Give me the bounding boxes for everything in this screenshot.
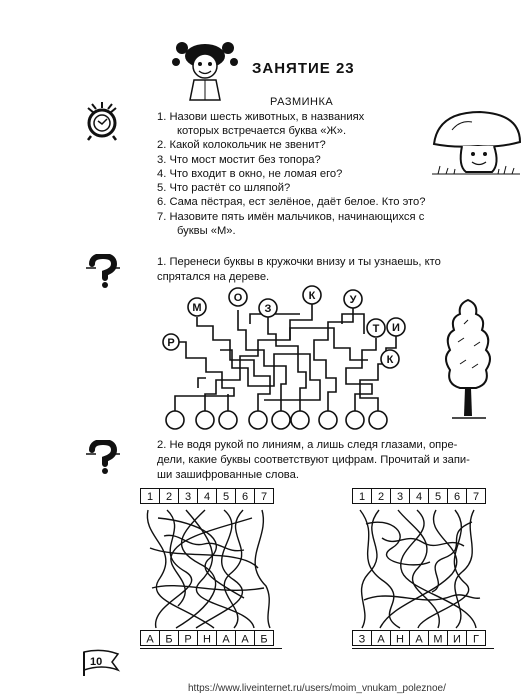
mushroom-icon [432, 110, 522, 175]
warmup-line: которых встречается буква «Ж». [177, 125, 347, 137]
letter-label: И [453, 634, 461, 646]
maze-letter: К [309, 290, 316, 302]
warmup-line: буквы «М». [177, 225, 236, 237]
number-label: 6 [454, 491, 460, 503]
number-label: 2 [378, 491, 384, 503]
answer-circle[interactable] [165, 410, 185, 430]
answer-circle[interactable] [368, 410, 388, 430]
letter-label: З [359, 634, 366, 646]
letter-label: А [241, 634, 249, 646]
task1-line: спрятался на дереве. [157, 271, 270, 283]
warmup-line: 3. Что мост мостит без топора? [157, 154, 321, 166]
warmup-line: 7. Назовите пять имён мальчиков, начинаю… [157, 211, 425, 223]
number-label: 5 [223, 491, 229, 503]
number-label: 3 [397, 491, 403, 503]
maze-letter: З [265, 303, 272, 315]
warmup-line: 4. Что входит в окно, не ломая его? [157, 168, 343, 180]
number-label: 7 [261, 491, 267, 503]
maze-letter: О [234, 292, 243, 304]
number-label: 1 [147, 491, 153, 503]
warmup-line: 5. Что растёт со шляпой? [157, 182, 291, 194]
warmup-line: 6. Сама пёстрая, ест зелёное, даёт белое… [157, 196, 426, 208]
number-label: 7 [473, 491, 479, 503]
tree-icon [445, 298, 491, 419]
task2-line: 2. Не водя рукой по линиям, а лишь следя… [157, 439, 458, 451]
maze-letter: М [192, 302, 201, 314]
letter-label: А [415, 634, 423, 646]
letter-label: А [222, 634, 230, 646]
letter-cell [254, 630, 274, 646]
number-label: 5 [435, 491, 441, 503]
warmup-line: 1. Назови шесть животных, в названиях [157, 111, 365, 123]
footer-url: https://www.liveinternet.ru/users/moim_v… [188, 683, 446, 694]
answer-circle[interactable] [271, 410, 291, 430]
answer-circle[interactable] [248, 410, 268, 430]
number-label: 6 [242, 491, 248, 503]
number-cell [254, 488, 274, 504]
number-label: 4 [416, 491, 422, 503]
answer-circle[interactable] [218, 410, 238, 430]
letter-label: Б [260, 634, 267, 646]
page-number-flag-icon [83, 649, 121, 676]
page-number: 10 [90, 656, 103, 668]
number-label: 3 [185, 491, 191, 503]
maze-letter: К [387, 354, 394, 366]
question-mark-icon [86, 440, 120, 474]
question-mark-icon [86, 254, 120, 288]
maze-letter: У [350, 294, 357, 306]
letter-label: А [377, 634, 385, 646]
mascot-boy-icon [172, 42, 238, 101]
number-label: 1 [359, 491, 365, 503]
letter-label: Г [473, 634, 479, 646]
letter-label: Н [396, 634, 404, 646]
answer-line-right [352, 648, 494, 649]
maze-letter: Р [167, 337, 174, 349]
answer-circle[interactable] [290, 410, 310, 430]
maze-letter: Т [373, 323, 380, 335]
task1-line: 1. Перенеси буквы в кружочки внизу и ты … [157, 256, 441, 268]
letter-label: М [433, 634, 442, 646]
warmup-line: 2. Какой колокольчик не звенит? [157, 139, 326, 151]
task2-line: дели, какие буквы соответствуют цифрам. … [157, 454, 470, 466]
number-label: 4 [204, 491, 210, 503]
letter-label: Н [203, 634, 211, 646]
answer-circle[interactable] [195, 410, 215, 430]
letter-label: А [146, 634, 154, 646]
number-label: 2 [166, 491, 172, 503]
lesson-title: ЗАНЯТИЕ 23 [252, 60, 355, 77]
answer-circle[interactable] [318, 410, 338, 430]
letter-label: Р [184, 634, 191, 646]
letter-cell [466, 630, 486, 646]
answer-circle[interactable] [345, 410, 365, 430]
answer-line-left [140, 648, 282, 649]
warmup-title: РАЗМИНКА [270, 96, 334, 108]
task2-line: ши зашифрованные слова. [157, 469, 299, 481]
letter-label: Б [165, 634, 172, 646]
number-cell [466, 488, 486, 504]
maze-letter: И [392, 322, 400, 334]
alarm-clock-icon [87, 102, 117, 141]
